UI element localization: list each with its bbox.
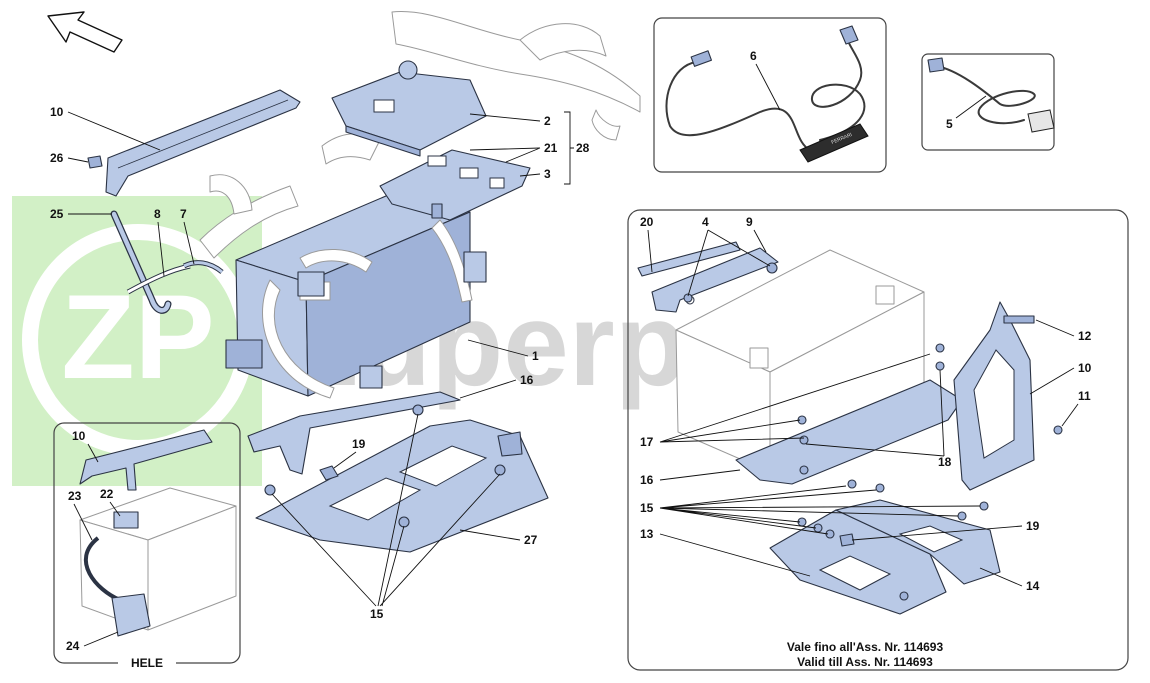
callout-5: 5 (946, 117, 953, 131)
main-callouts: 10 26 25 8 7 2 21 3 28 1 16 19 27 15 (50, 105, 590, 621)
part-lower-tray-14 (835, 499, 1001, 585)
callout-1: 1 (532, 349, 539, 363)
callout-9: 9 (746, 215, 753, 229)
callout-14: 14 (1026, 579, 1040, 593)
part-vent-elbow-7 (182, 260, 224, 274)
part-tray-bracket-16 (735, 379, 963, 485)
main-assembly (87, 60, 549, 553)
part-bracket-bar-10-hele (79, 429, 213, 491)
part-bolts-15 (264, 404, 506, 528)
part-bracket-bar-10 (105, 89, 301, 197)
inset-hele: HELE 10 23 22 24 (53, 422, 241, 670)
inset-hele-caption: HELE (131, 656, 163, 670)
callout-23: 23 (68, 489, 82, 503)
part-hold-down-bracket-16 (247, 391, 461, 475)
callout-10: 10 (50, 105, 64, 119)
callout-4: 4 (702, 215, 709, 229)
part-lower-tray-13 (769, 509, 947, 615)
callout-10-hele: 10 (72, 429, 86, 443)
part-side-bracket-10 (953, 301, 1035, 491)
callout-2: 2 (544, 114, 551, 128)
callout-18: 18 (938, 455, 952, 469)
battery-cables (262, 219, 487, 399)
callout-26: 26 (50, 151, 64, 165)
callout-19-variant: 19 (1026, 519, 1040, 533)
part-rod-25 (110, 210, 172, 314)
callout-13: 13 (640, 527, 654, 541)
callout-16: 16 (520, 373, 534, 387)
callout-24: 24 (66, 639, 80, 653)
callout-17: 17 (640, 435, 654, 449)
callout-10-variant: 10 (1078, 361, 1092, 375)
watermark-logo-letters: ZP (61, 270, 214, 404)
callout-6: 6 (750, 49, 757, 63)
inset-variant-frame (627, 209, 1129, 671)
callout-28: 28 (576, 141, 590, 155)
inset-charger-frame (653, 17, 887, 173)
inset-variant: 20 4 9 12 10 11 17 18 16 15 19 13 14 Val… (627, 209, 1129, 671)
callout-22: 22 (100, 487, 114, 501)
part-nut-19 (319, 465, 339, 481)
callout-3: 3 (544, 167, 551, 181)
part-fuse-holder-3 (379, 149, 531, 221)
inset-variant-caption-en: Valid till Ass. Nr. 114693 (797, 655, 933, 669)
part-battery-tray-27 (255, 419, 549, 553)
part-strip-20 (637, 241, 741, 277)
inset-charger5-frame (921, 53, 1055, 151)
inset-charger-5: 5 (921, 53, 1055, 151)
part-clip-26 (87, 155, 103, 169)
callout-16-variant: 16 (640, 473, 654, 487)
arrow-up-left-icon (47, 11, 123, 53)
callout-15-variant: 15 (640, 501, 654, 515)
callout-11: 11 (1078, 389, 1091, 403)
callout-20: 20 (640, 215, 654, 229)
callout-15: 15 (370, 607, 384, 621)
callout-19: 19 (352, 437, 366, 451)
part-fusebox-cover-2 (331, 60, 487, 157)
callout-12: 12 (1078, 329, 1092, 343)
callout-8: 8 (154, 207, 161, 221)
callout-7: 7 (180, 207, 187, 221)
inset-variant-caption-it: Vale fino all'Ass. Nr. 114693 (787, 640, 944, 654)
callout-21: 21 (544, 141, 558, 155)
background-harness (199, 11, 641, 259)
inset-charger-6: FERRARI 6 (653, 17, 887, 173)
callout-27: 27 (524, 533, 538, 547)
part-vent-hose-8 (126, 263, 191, 295)
callout-25: 25 (50, 207, 64, 221)
